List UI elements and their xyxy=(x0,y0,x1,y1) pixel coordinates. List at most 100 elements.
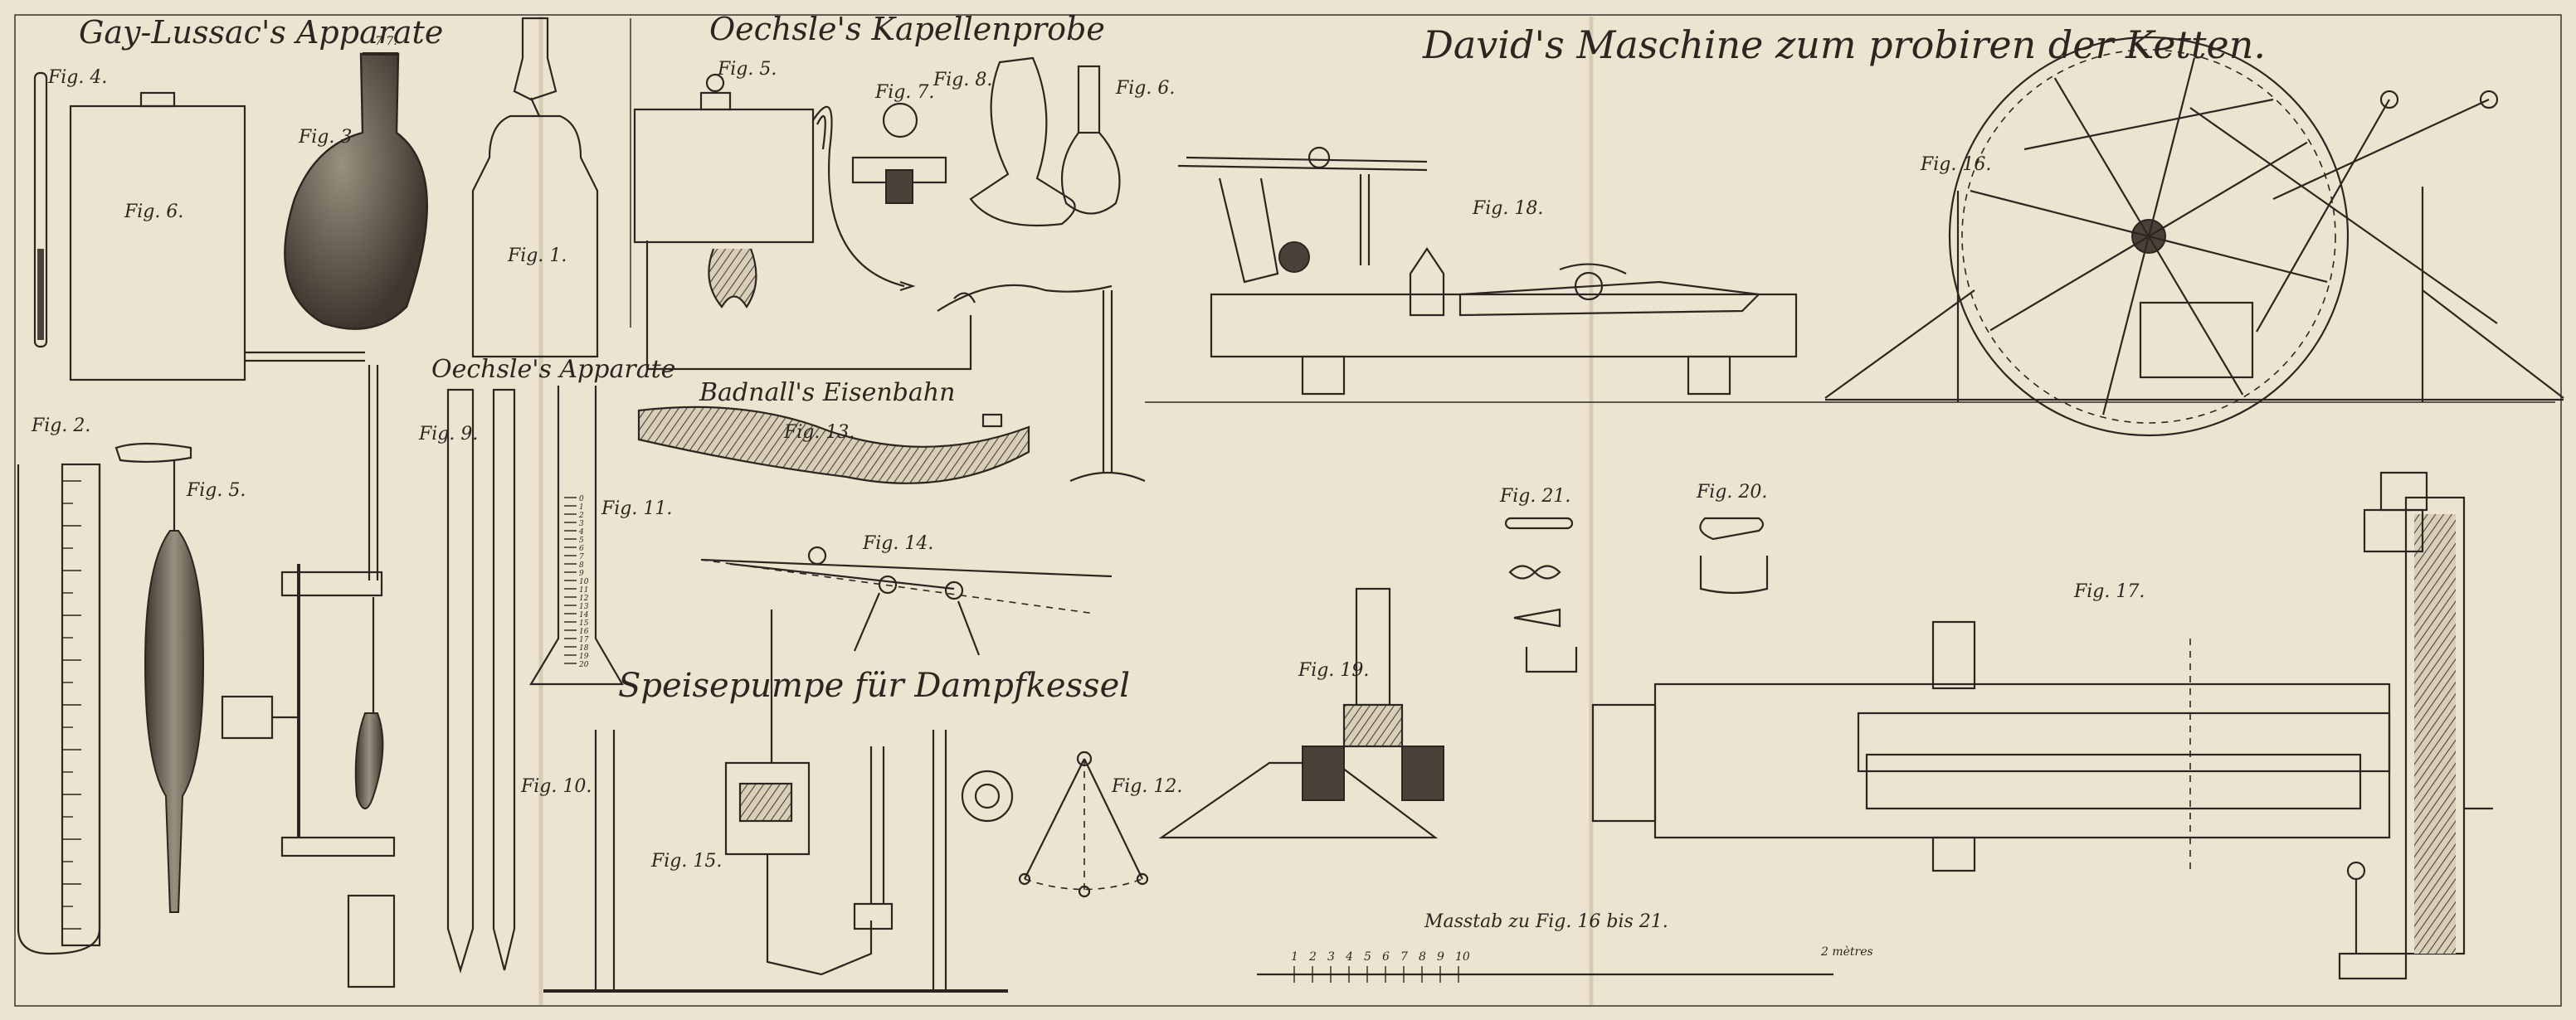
graduate-number: 2 xyxy=(578,512,584,520)
fig2-label: Fig. 2. xyxy=(31,415,90,436)
fig8-label: Fig. 8. xyxy=(933,70,992,90)
fig6-flask xyxy=(69,91,365,381)
fig17-label: Fig. 17. xyxy=(2073,581,2145,602)
fig17-plan xyxy=(1591,471,2493,980)
fig16-wheel xyxy=(1824,36,2564,437)
fig15-label: Fig. 15. xyxy=(650,851,722,872)
graduate-number: 10 xyxy=(579,578,589,586)
fig19-label: Fig. 19. xyxy=(1298,660,1369,681)
wheel-spoke xyxy=(1970,190,2150,238)
kapellenprobe-burner xyxy=(937,284,1146,483)
wheel-spoke xyxy=(2148,141,2308,237)
fig3-flask xyxy=(284,52,428,330)
plate-border xyxy=(14,14,2562,1007)
heading-speisepumpe: Speisepumpe für Dampfkessel xyxy=(618,667,1130,705)
fig2-scale xyxy=(62,480,81,930)
fig9-label: Fig. 9. xyxy=(418,424,478,444)
fig13-label: Fig. 13. xyxy=(783,422,855,443)
fig11-label: Fig. 11. xyxy=(601,498,672,519)
fig2-cylinder xyxy=(17,463,101,955)
wheel-spoke xyxy=(2148,235,2328,283)
fig5-oechsle-vessel xyxy=(633,73,972,371)
heading-num-77: 7 7. xyxy=(375,35,397,48)
fig12-pendulum xyxy=(961,750,1149,898)
fig16-label: Fig. 16. xyxy=(1920,154,1991,175)
graduate-number: 3 xyxy=(579,520,584,528)
fig20-label: Fig. 20. xyxy=(1696,482,1767,503)
fig5-pipette xyxy=(114,442,205,913)
fig16-spokes xyxy=(1970,57,2328,415)
scale-tick-label: 1 xyxy=(1291,950,1298,964)
wheel-spoke xyxy=(2147,57,2195,237)
fig13-rail xyxy=(637,406,1030,484)
graduate-number: 6 xyxy=(579,545,584,553)
scale-tick-label: 9 xyxy=(1437,950,1444,964)
graduate-number: 12 xyxy=(579,595,589,603)
wheel-spoke xyxy=(1989,236,2150,332)
fig4-tube xyxy=(33,71,48,348)
graduate-number: 17 xyxy=(579,636,589,644)
fig9-tube xyxy=(446,388,475,974)
fig14-lever xyxy=(700,546,1113,656)
fig14-label: Fig. 14. xyxy=(862,533,933,554)
fig10-label: Fig. 10. xyxy=(520,776,592,797)
heading-david-machine: David's Maschine zum probiren der Ketten… xyxy=(1422,22,2266,67)
graduate-number: 9 xyxy=(579,570,584,578)
wheel-spoke xyxy=(2148,236,2244,396)
graduate-number: 0 xyxy=(579,495,584,503)
fig10-tube xyxy=(492,388,516,971)
wheel-spoke xyxy=(2102,236,2150,415)
heading-oechsle-apparate: Oechsle's Apparate xyxy=(431,355,675,384)
scale-tick-label: 8 xyxy=(1419,950,1426,964)
graduate-number: 13 xyxy=(579,603,589,611)
graduate-number: 7 xyxy=(579,553,584,561)
graduate-number: 4 xyxy=(578,528,584,537)
graduate-number: 5 xyxy=(579,537,584,545)
graduate-number: 14 xyxy=(579,611,589,619)
fig20-links xyxy=(1699,517,1769,595)
heading-oechsle-kapellenprobe: Oechsle's Kapellenprobe xyxy=(709,11,1105,47)
graduate-number: 15 xyxy=(579,619,589,628)
fig5-label: Fig. 5. xyxy=(186,480,246,501)
scale-tick-label: 3 xyxy=(1327,950,1335,964)
fig7-lamp xyxy=(851,102,947,204)
fig21-label: Fig. 21. xyxy=(1499,486,1570,507)
scale-tick-label: 7 xyxy=(1400,950,1408,964)
fig15-pump xyxy=(543,610,1008,993)
fig5b-label: Fig. 5. xyxy=(717,59,777,80)
fig6b-label: Fig. 6. xyxy=(1115,78,1175,99)
fig6-small-flask xyxy=(1060,65,1121,215)
scale-end-label: 2 mètres xyxy=(1820,945,1873,959)
graduate-number: 16 xyxy=(579,628,589,636)
fig4-label: Fig. 4. xyxy=(47,67,107,88)
scale-caption: Masstab zu Fig. 16 bis 21. xyxy=(1424,911,1668,932)
gay-lussac-stand xyxy=(221,365,396,988)
fig1-label: Fig. 1. xyxy=(507,245,567,266)
graduate-number: 20 xyxy=(578,661,589,669)
fig7-label: Fig. 7. xyxy=(874,82,934,103)
fig18-testing-lever xyxy=(1177,146,1798,396)
heading-badnall: Badnall's Eisenbahn xyxy=(699,378,955,407)
scale-tick-label: 6 xyxy=(1382,950,1390,964)
scale-tick-label: 5 xyxy=(1364,950,1371,964)
fig18-label: Fig. 18. xyxy=(1472,198,1543,219)
graduate-number: 11 xyxy=(579,586,588,595)
graduate-number: 18 xyxy=(579,644,589,653)
heading-gay-lussac: Gay-Lussac's Apparate xyxy=(79,14,443,51)
graduate-number: 8 xyxy=(579,561,584,570)
scale-tick-label: 4 xyxy=(1345,950,1353,964)
graduate-number: 1 xyxy=(579,503,584,512)
wheel-spoke xyxy=(2053,77,2150,237)
fig19-clamp xyxy=(1158,587,1444,839)
fig6-label: Fig. 6. xyxy=(124,202,183,222)
scale-tick-label: 2 xyxy=(1308,950,1317,964)
fig8-cupel xyxy=(969,56,1076,227)
fig12-label: Fig. 12. xyxy=(1111,776,1182,797)
graduate-number: 19 xyxy=(579,653,589,661)
